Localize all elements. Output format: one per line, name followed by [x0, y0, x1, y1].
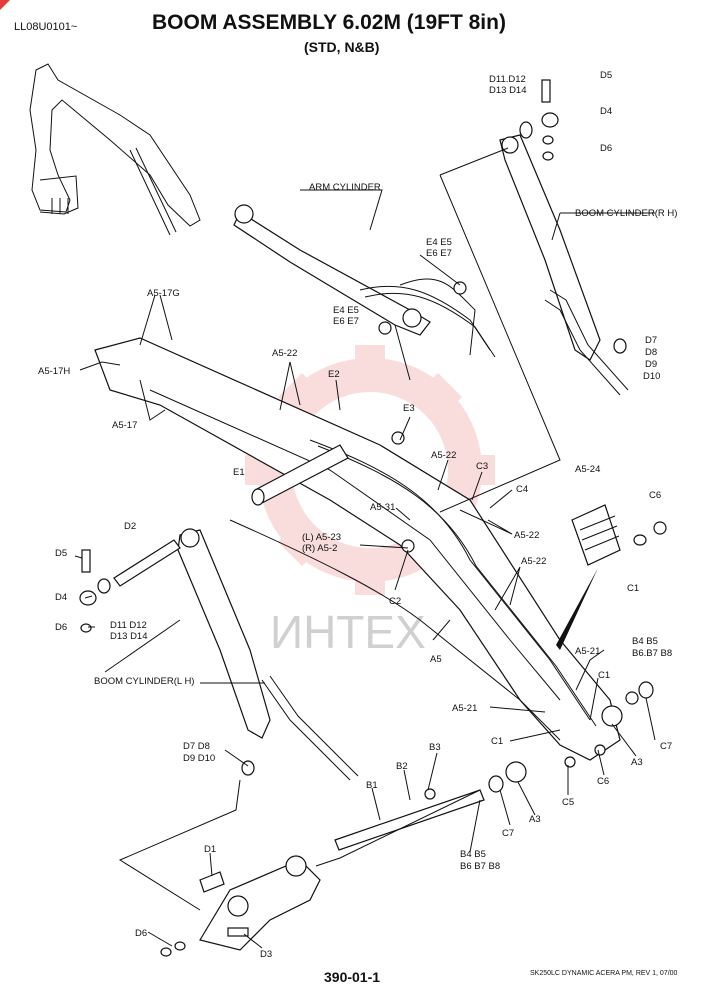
callout-b3: B3	[429, 742, 441, 753]
callout-a5-17h: A5-17H	[38, 366, 70, 377]
callout-a5: A5	[430, 654, 442, 665]
callout-b1: B1	[366, 780, 378, 791]
callout-d13-d14-l: D13 D14	[110, 631, 148, 642]
callout-d7-r: D7	[645, 335, 657, 346]
leader-lines	[74, 147, 656, 949]
callout-a5-21-l: A5-21	[452, 703, 477, 714]
callout-c1-m: C1	[598, 670, 610, 681]
callout-a5-17g: A5-17G	[147, 288, 180, 299]
callout-e6e7-a: E6 E7	[426, 248, 452, 259]
callout-e3: E3	[403, 403, 415, 414]
callout-b2: B2	[396, 761, 408, 772]
callout-d9-r: D9	[645, 359, 657, 370]
callout-c7-r: C7	[660, 741, 672, 752]
callout-c6-m: C6	[597, 776, 609, 787]
callout-boom-cyl-lh: BOOM CYLINDER(L H)	[94, 676, 194, 687]
boom-cylinder-rh	[499, 134, 629, 396]
callout-a5-22-c: A5-22	[514, 530, 539, 541]
callout-c2: C2	[389, 596, 401, 607]
page-number: 390-01-1	[324, 969, 381, 985]
pin-e1	[251, 444, 349, 506]
callout-a5-21-r: A5-21	[575, 646, 600, 657]
callout-arm-cyl: ARM CYLINDER	[309, 182, 381, 193]
callout-b4b5-m: B4 B5	[460, 849, 486, 860]
corner-marker	[0, 0, 10, 10]
page-title: BOOM ASSEMBLY 6.02M (19FT 8in)	[152, 11, 506, 34]
arm-cylinder	[233, 204, 496, 358]
callout-c3: C3	[476, 461, 488, 472]
callout-labels: D11.D12 D13 D14 D5 D4 D6 BOOM CYLINDER(R…	[38, 70, 677, 960]
callout-d9d10-l: D9 D10	[183, 753, 215, 764]
callout-c7-m: C7	[502, 828, 514, 839]
boom-foot-bracket	[199, 855, 321, 951]
drawing-code: LL08U0101~	[14, 21, 78, 33]
callout-d6-l: D6	[55, 622, 67, 633]
callout-e4e5-b: E4 E5	[333, 305, 359, 316]
callout-d11-d12-l: D11 D12	[110, 620, 147, 631]
callout-a5-22-d: A5-22	[521, 556, 546, 567]
callout-boom-cyl-rh: BOOM CYLINDER(R H)	[575, 208, 677, 219]
watermark-text: ИНТЕХ	[270, 606, 426, 658]
callout-d6-b: D6	[135, 928, 147, 939]
fittings	[79, 79, 667, 957]
callout-e1: E1	[233, 467, 245, 478]
callout-d5-top: D5	[600, 70, 612, 81]
callout-e6e7-b: E6 E7	[333, 316, 359, 327]
callout-c1-r: C1	[627, 583, 639, 594]
callout-d3: D3	[260, 949, 272, 960]
callout-a5-22-a: A5-22	[272, 348, 297, 359]
callout-e4e5-a: E4 E5	[426, 237, 452, 248]
callout-a5-2: (R) A5-2	[302, 543, 337, 554]
callout-a3-r: A3	[631, 757, 643, 768]
callout-c6-r: C6	[649, 490, 661, 501]
callout-c4: C4	[516, 484, 528, 495]
model-note: SK250LC DYNAMIC ACERA PM, REV 1, 07/00	[530, 970, 678, 977]
callout-a5-24: A5-24	[575, 464, 600, 475]
callout-b4b5-r: B4 B5	[632, 636, 658, 647]
callout-a5-23: (L) A5-23	[302, 532, 341, 543]
excavator-thumbnail	[29, 63, 201, 236]
callout-a5-17: A5-17	[112, 420, 137, 431]
page-subtitle: (STD, N&B)	[304, 39, 380, 55]
callout-d11-d14-top: D11.D12	[489, 74, 526, 85]
callout-d4-top: D4	[600, 106, 612, 117]
callout-b6b8-m: B6 B7 B8	[460, 861, 500, 872]
callout-d4-l: D4	[55, 592, 67, 603]
callout-a3-m: A3	[529, 814, 541, 825]
callout-a5-22-b: A5-22	[431, 450, 456, 461]
clamp-block-a5-24	[556, 504, 621, 650]
callout-d6-top: D6	[600, 143, 612, 154]
callout-d8-r: D8	[645, 347, 657, 358]
callout-d7d8-l: D7 D8	[183, 741, 210, 752]
callout-e2: E2	[328, 369, 340, 380]
callout-b6b8-r: B6.B7 B8	[632, 648, 672, 659]
callout-d1: D1	[204, 844, 216, 855]
callout-a5-31: A5-31	[370, 502, 395, 513]
pin-b1	[334, 789, 485, 851]
callout-c5: C5	[562, 797, 574, 808]
callout-c1-l: C1	[491, 736, 503, 747]
callout-d5-l: D5	[55, 548, 67, 559]
boom-body	[94, 337, 621, 761]
boom-cylinder-lh	[177, 528, 359, 781]
pin-d1	[199, 871, 225, 893]
callout-d10-r: D10	[643, 371, 660, 382]
callout-d2: D2	[124, 521, 136, 532]
callout-d13-d14-top: D13 D14	[489, 85, 527, 96]
pin-d2	[113, 539, 181, 587]
